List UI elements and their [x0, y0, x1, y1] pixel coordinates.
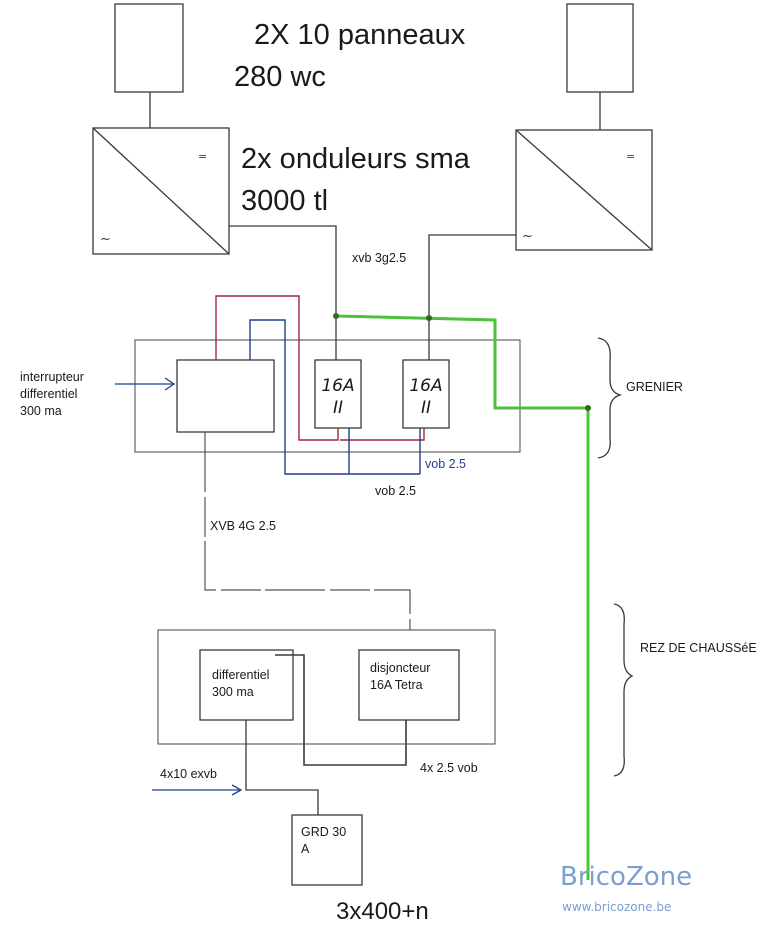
supply-label: 3x400+n — [336, 898, 429, 925]
attic-enclosure — [134, 339, 521, 453]
ground-rcd-label-1: differentiel — [212, 668, 270, 682]
vob-black-label: vob 2.5 — [375, 484, 417, 498]
vob-blue-label: vob 2.5 — [425, 457, 467, 471]
breaker-2-poles: II — [420, 398, 432, 418]
ground-breaker-box — [358, 649, 460, 721]
breaker-1-poles: II — [332, 398, 344, 418]
arrow-right-icon — [164, 377, 176, 391]
blue-wire — [249, 319, 421, 475]
attic-rcd-label-3: 300 ma — [20, 404, 62, 418]
inverters-label: 2x onduleurs sma — [241, 143, 470, 175]
ground-breaker-label-1: disjoncteur — [370, 661, 431, 675]
grd-label-2: A — [301, 842, 310, 856]
junction-dot-3 — [585, 405, 591, 411]
ground-rcd-label-2: 300 ma — [212, 685, 254, 699]
breaker-2-rating: 16A — [409, 376, 443, 396]
green-earth-wire — [335, 314, 590, 880]
xvb-mid-label: XVB 4G 2.5 — [210, 519, 277, 533]
attic-rcd-box — [176, 359, 275, 433]
junction-dot-2 — [426, 315, 432, 321]
cable-xvb-4g — [204, 432, 411, 630]
power-label: 280 wc — [234, 61, 326, 93]
cable-inverter-right-out — [428, 234, 516, 316]
inverter-left: = ~ — [92, 127, 230, 255]
dc-symbol-icon: = — [198, 150, 207, 163]
red-wire — [215, 295, 425, 441]
panels-label: 2X 10 panneaux — [254, 19, 466, 51]
ground-breaker-label-2: 16A Tetra — [370, 678, 423, 692]
ac-symbol-icon: ~ — [522, 229, 533, 244]
brace-rez-de-chaussee — [613, 603, 634, 777]
dc-symbol-icon: = — [626, 150, 635, 163]
inverters-model-label: 3000 tl — [241, 185, 329, 217]
breaker-1-rating: 16A — [321, 376, 355, 396]
cable-top-label: xvb 3g2.5 — [352, 251, 407, 265]
ground-floor-enclosure — [157, 629, 496, 745]
attic-rcd-label-2: differentiel — [20, 387, 78, 401]
grd-label-1: GRD 30 — [301, 825, 347, 839]
grd-box — [291, 814, 363, 886]
attic-rcd-label-1: interrupteur — [20, 370, 84, 384]
floor-grenier-label: GRENIER — [626, 380, 683, 394]
junction-dot-1 — [333, 313, 339, 319]
wire-4x2-5-vob — [275, 654, 407, 766]
brace-grenier — [597, 337, 623, 459]
cable-inverter-left-out — [229, 225, 337, 316]
cable-exvb-label: 4x10 exvb — [160, 767, 217, 781]
cable-vob-label: 4x 2.5 vob — [420, 761, 478, 775]
solar-panel-right — [566, 3, 634, 93]
ac-symbol-icon: ~ — [100, 232, 111, 247]
arrow-right-icon — [231, 784, 243, 796]
inverter-right: = ~ — [515, 129, 653, 251]
watermark-url: www.bricozone.be — [562, 900, 672, 914]
solar-panel-left — [114, 3, 184, 93]
wire-4x10-exvb — [245, 720, 319, 815]
floor-rez-label: REZ DE CHAUSSéE — [640, 641, 757, 655]
breaker-box-2 — [402, 359, 450, 429]
watermark-brand: BricoZone — [560, 862, 693, 892]
